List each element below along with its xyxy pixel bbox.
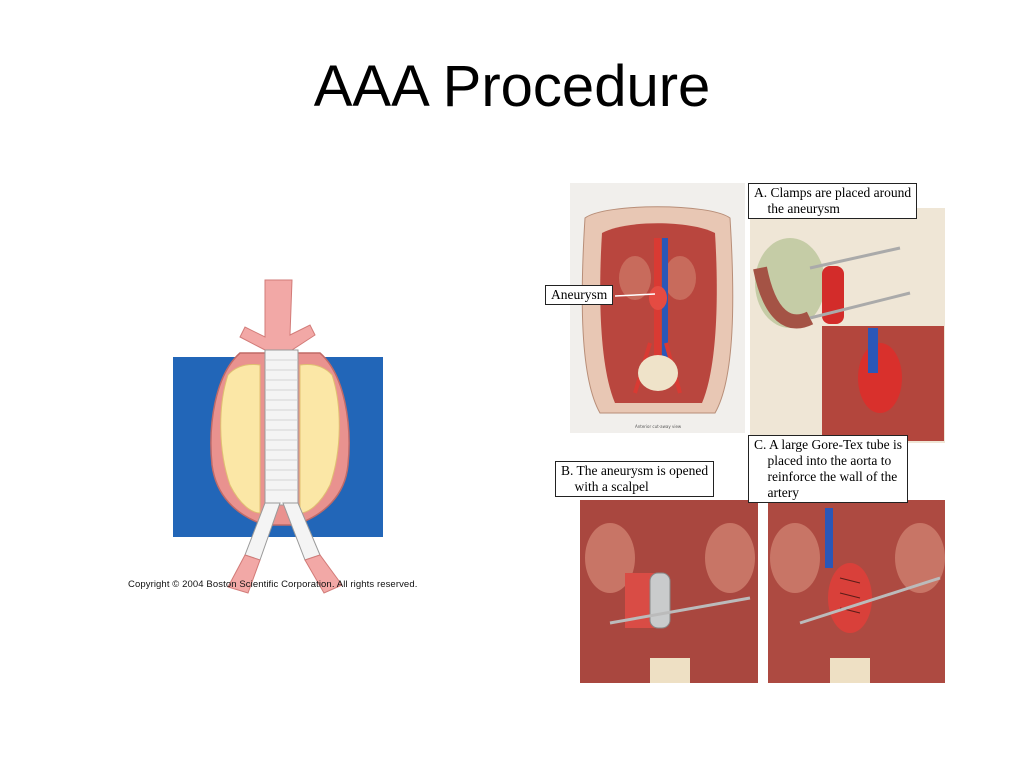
stent-graft-drawing — [173, 279, 383, 594]
stent-mesh — [265, 359, 298, 491]
panel-b-kidney-right — [705, 523, 755, 593]
right-kidney — [664, 256, 696, 300]
sutured-aorta — [828, 563, 872, 633]
panel-c-vein — [825, 508, 833, 568]
panel-c-spine — [830, 658, 870, 683]
panel-b-clamp — [609, 596, 751, 625]
anatomy-caption: Anterior cut-away view — [635, 424, 682, 429]
copyright-notice: Copyright © 2004 Boston Scientific Corpo… — [128, 579, 418, 590]
open-repair-drawing: Anterior cut-away view — [570, 183, 945, 683]
pelvis — [638, 355, 678, 391]
panel-b-kidney-left — [585, 523, 635, 593]
panel-c-kidney-left — [770, 523, 820, 593]
intestine-loop — [753, 266, 814, 329]
aneurysm-bulge — [649, 286, 667, 310]
panel-c-clamp — [799, 576, 941, 625]
open-repair-illustration: Anterior cut-away view — [540, 178, 950, 688]
left-iliac-artery — [227, 554, 261, 594]
plaque-left — [220, 364, 261, 514]
panel-c-kidney-right — [895, 523, 945, 593]
closeup-vein — [868, 328, 878, 373]
plaque-right — [299, 364, 340, 514]
stent-graft-illustration — [120, 275, 430, 595]
stent-body — [264, 349, 299, 506]
aorta-top — [239, 279, 316, 351]
callout-aneurysm-pointer — [615, 293, 655, 297]
callout-aneurysm: Aneurysm — [545, 285, 614, 305]
panel-b-spine — [650, 658, 690, 683]
clamp-upper — [809, 246, 901, 270]
left-kidney — [619, 256, 651, 300]
slide-title: AAA Procedure — [313, 54, 711, 119]
callout-step-a: A. Clamps are placed around the aneurysm — [748, 183, 918, 219]
graft-tube — [649, 572, 671, 629]
right-iliac-artery — [304, 554, 343, 594]
aneurysm-closeup — [858, 343, 902, 413]
callout-step-c: C. A large Gore-Tex tube is placed into … — [748, 435, 909, 503]
clamp-lower — [809, 291, 911, 320]
callout-step-b: B. The aneurysm is opened with a scalpel — [555, 461, 715, 497]
